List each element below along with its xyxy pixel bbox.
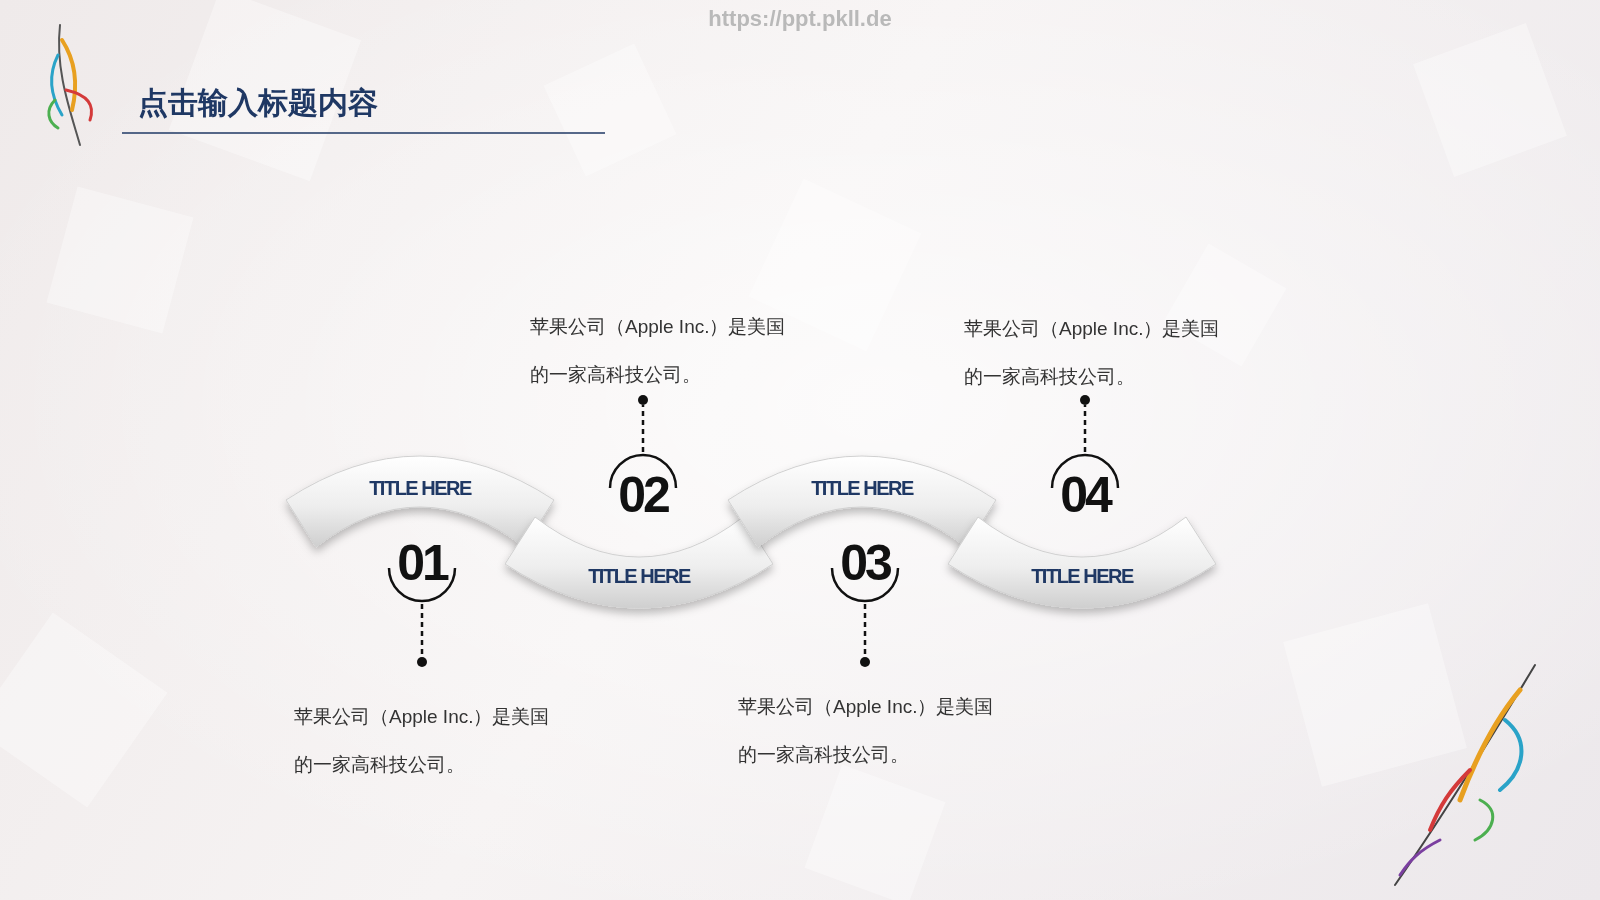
feather-top <box>49 25 92 145</box>
callout-number: 01 <box>397 538 447 588</box>
description-text: 苹果公司（Apple Inc.）是美国的一家高科技公司。 <box>294 693 560 789</box>
band-title: TITLE HERE <box>728 476 996 500</box>
wave-band: TITLE HERE <box>948 512 1216 612</box>
slide-title: 点击输入标题内容 <box>138 84 378 122</box>
callout-number: 04 <box>1060 470 1110 520</box>
wave-band: TITLE HERE <box>505 512 773 612</box>
band-shape <box>286 452 554 552</box>
callout-number: 02 <box>618 470 668 520</box>
description-text: 苹果公司（Apple Inc.）是美国的一家高科技公司。 <box>964 305 1230 401</box>
description-text: 苹果公司（Apple Inc.）是美国的一家高科技公司。 <box>738 683 1004 779</box>
band-title: TITLE HERE <box>505 564 773 588</box>
band-title: TITLE HERE <box>948 564 1216 588</box>
title-underline <box>122 132 605 134</box>
callout-number: 03 <box>840 538 890 588</box>
band-shape <box>728 452 996 552</box>
feather-bottom <box>1395 665 1535 885</box>
watermark: https://ppt.pkll.de <box>708 6 891 32</box>
band-shape <box>505 512 773 612</box>
wave-band: TITLE HERE <box>286 452 554 552</box>
leader-lines <box>389 405 1118 656</box>
band-title: TITLE HERE <box>286 476 554 500</box>
description-text: 苹果公司（Apple Inc.）是美国的一家高科技公司。 <box>530 303 796 399</box>
wave-band: TITLE HERE <box>728 452 996 552</box>
band-shape <box>948 512 1216 612</box>
